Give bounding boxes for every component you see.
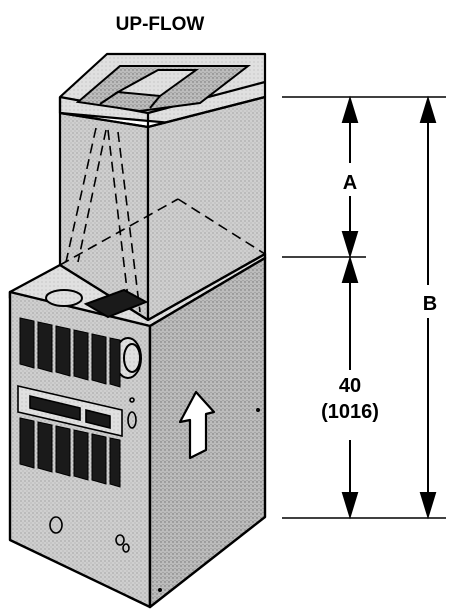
front-louvers-upper bbox=[19, 317, 121, 388]
control-panel bbox=[17, 384, 123, 438]
dimension-height-metric: (1016) bbox=[321, 401, 379, 423]
dimension-a-label: A bbox=[343, 172, 357, 194]
title-upflow: UP-FLOW bbox=[116, 14, 205, 35]
dimension-40 bbox=[341, 255, 359, 520]
dimension-extension-lines bbox=[282, 96, 446, 519]
dimension-b-label: B bbox=[423, 293, 437, 315]
dimension-a bbox=[341, 95, 359, 259]
cabinet-side bbox=[148, 256, 267, 609]
front-knockouts bbox=[49, 397, 137, 553]
side-screws bbox=[158, 408, 260, 592]
cabinet-top-details bbox=[45, 288, 149, 319]
vent-collar-top bbox=[45, 289, 83, 307]
supply-opening bbox=[75, 65, 251, 113]
dimension-height-value: 40 bbox=[339, 375, 361, 397]
airflow-arrow-icon bbox=[178, 390, 216, 460]
front-louvers-lower bbox=[19, 417, 121, 488]
top-grille bbox=[83, 288, 149, 319]
dimension-b bbox=[419, 95, 437, 520]
